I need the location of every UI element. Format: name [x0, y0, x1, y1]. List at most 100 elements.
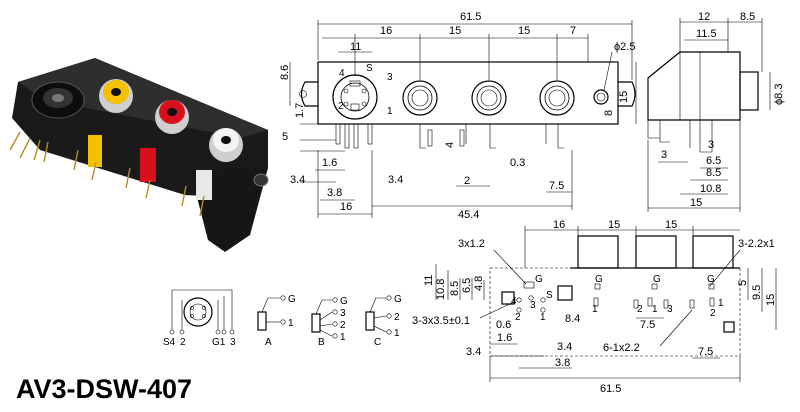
dim-side-r6: 15	[690, 197, 702, 209]
product-photo	[9, 58, 269, 252]
dim-pcb-right1: 5	[737, 280, 749, 286]
dim-front-b10: 45.4	[458, 209, 479, 221]
sch-sv-right-1: 3	[230, 337, 236, 348]
front-pin-s: S	[366, 63, 373, 74]
dim-front-h-right: 15	[618, 91, 630, 103]
pcb-bpin-2: 1	[652, 304, 658, 315]
schematic-c: G 2 1 C	[365, 294, 402, 348]
dim-pcb-16: 1.6	[497, 332, 512, 344]
dim-pcb-left2: 10.8	[435, 279, 447, 300]
dim-side-r3: 6.5	[706, 155, 721, 167]
front-view: 61.5 16 15 15 7 11 ϕ2.5 8.6 1.7 5 15 8 4…	[279, 11, 637, 221]
dim-front-overall: 61.5	[460, 11, 481, 23]
dim-front-b5: 16	[340, 201, 352, 213]
dim-pcb-34b: 3.4	[557, 341, 572, 353]
sch-a-label: A	[265, 337, 272, 348]
dim-pcb-holes-r: 3-2.2x1	[738, 238, 775, 250]
dim-pcb-84: 8.4	[565, 313, 580, 325]
dim-side-d1: ϕ8.3	[773, 84, 785, 105]
front-pin-4: 4	[339, 68, 345, 79]
dim-front-s4: 7	[570, 25, 576, 37]
dim-side-t3: 11.5	[696, 28, 717, 40]
dim-pcb-top3: 15	[665, 219, 677, 231]
pcb-pin-1: 1	[540, 312, 546, 323]
dim-front-b3: 3.4	[388, 174, 403, 186]
front-pin-3: 3	[387, 72, 393, 83]
dim-front-h-pin: 1.7	[294, 103, 306, 118]
sch-a-pin-1: 1	[288, 318, 294, 329]
dim-side-t2: 8.5	[740, 11, 755, 23]
dim-front-b9: 7.5	[549, 180, 564, 192]
sch-b-pin-1: 1	[340, 332, 346, 343]
dim-front-s3: 15	[518, 25, 530, 37]
side-view: 12 8.5 11.5 ϕ8.3 3 3 6.5 8.5 10.8 15	[647, 11, 785, 212]
dim-side-r2: 3	[708, 139, 714, 151]
dim-side-t1: 12	[698, 11, 710, 23]
schematic-b: G 3 2 1 B	[311, 296, 348, 348]
dim-pcb-top2: 15	[608, 219, 620, 231]
dim-hole: ϕ2.5	[614, 41, 635, 53]
front-pin-2: 2	[338, 101, 344, 112]
sch-c-pin-1: 1	[394, 328, 400, 339]
sch-sv-left-1: 2	[180, 337, 186, 348]
schematic-a: G 1 A	[257, 294, 296, 348]
dim-pcb-75b: 7.5	[698, 346, 713, 358]
pcb-pin-s: S	[546, 290, 553, 301]
pcb-g-3: G	[707, 274, 715, 285]
sch-sv-left-0: S4	[163, 337, 176, 348]
sch-b-label: B	[318, 337, 325, 348]
schematic-svideo: S4 2 G1 3	[163, 289, 236, 348]
dim-pcb-left3: 8.5	[449, 281, 461, 296]
dim-front-h-left: 8.6	[279, 65, 291, 80]
dim-pcb-oval: 6-1x2.2	[603, 342, 640, 354]
dim-pcb-top1: 16	[553, 219, 565, 231]
sch-c-pin-g: G	[394, 294, 402, 305]
pcb-bpin-3: 3	[667, 304, 673, 315]
dim-pcb-left4: 6.5	[461, 278, 473, 293]
dim-pcb-06: 0.6	[496, 319, 511, 331]
dim-front-s2: 15	[449, 25, 461, 37]
sch-sv-right-0: G1	[212, 337, 226, 348]
dim-pcb-right2: 9.5	[751, 285, 763, 300]
pcb-g-2: G	[653, 274, 661, 285]
sch-a-pin-g: G	[288, 294, 296, 305]
dim-pcb-left5: 4.8	[473, 276, 485, 291]
pcb-bpin-5: 1	[718, 298, 724, 309]
dim-pcb-75: 7.5	[640, 319, 655, 331]
dim-pcb-34a: 3.4	[466, 346, 481, 358]
dim-pcb-38: 3.8	[555, 357, 570, 369]
dim-front-b7: 2	[464, 175, 470, 187]
model-title: AV3-DSW-407	[16, 374, 192, 404]
dim-pcb-slot: 3-3x3.5±0.1	[412, 315, 470, 327]
sch-b-pin-2: 2	[340, 320, 346, 331]
sch-c-label: C	[374, 337, 381, 348]
dim-side-r5: 10.8	[700, 183, 721, 195]
pcb-layout: 16 15 15 3x1.2 3-2.2x1 G G G G 4 3 S 2 1…	[412, 219, 777, 395]
pcb-bpin-1: 2	[637, 304, 643, 315]
pcb-pin-4: 4	[511, 296, 517, 307]
pcb-bpin-4: 2	[710, 308, 716, 319]
pcb-g-1: G	[595, 274, 603, 285]
dim-pcb-sq: 3x1.2	[458, 238, 485, 250]
dim-side-r4: 8.5	[706, 167, 721, 179]
dim-side-r1: 3	[661, 149, 667, 161]
dim-front-b6: 4	[444, 142, 456, 148]
pcb-g-0: G	[535, 274, 543, 285]
sch-b-pin-3: 3	[340, 308, 346, 319]
dim-front-b4: 3.8	[327, 187, 342, 199]
dim-front-h-body: 5	[282, 131, 288, 143]
sch-c-pin-2: 2	[394, 312, 400, 323]
pcb-bpin-0: 1	[592, 304, 598, 315]
pcb-pin-3: 3	[530, 300, 536, 311]
dim-pcb-right3: 15	[765, 294, 777, 306]
front-pin-1: 1	[387, 106, 393, 117]
dim-front-b1: 1.6	[322, 157, 337, 169]
dim-front-h-right2: 8	[603, 110, 615, 116]
dim-front-pin-left: 11	[350, 41, 361, 53]
pcb-pin-2: 2	[515, 312, 521, 323]
dim-pcb-left1: 11	[423, 275, 435, 286]
dim-front-b2: 3.4	[290, 174, 305, 186]
sch-b-pin-g: G	[340, 296, 348, 307]
dim-front-b8: 0.3	[510, 157, 525, 169]
